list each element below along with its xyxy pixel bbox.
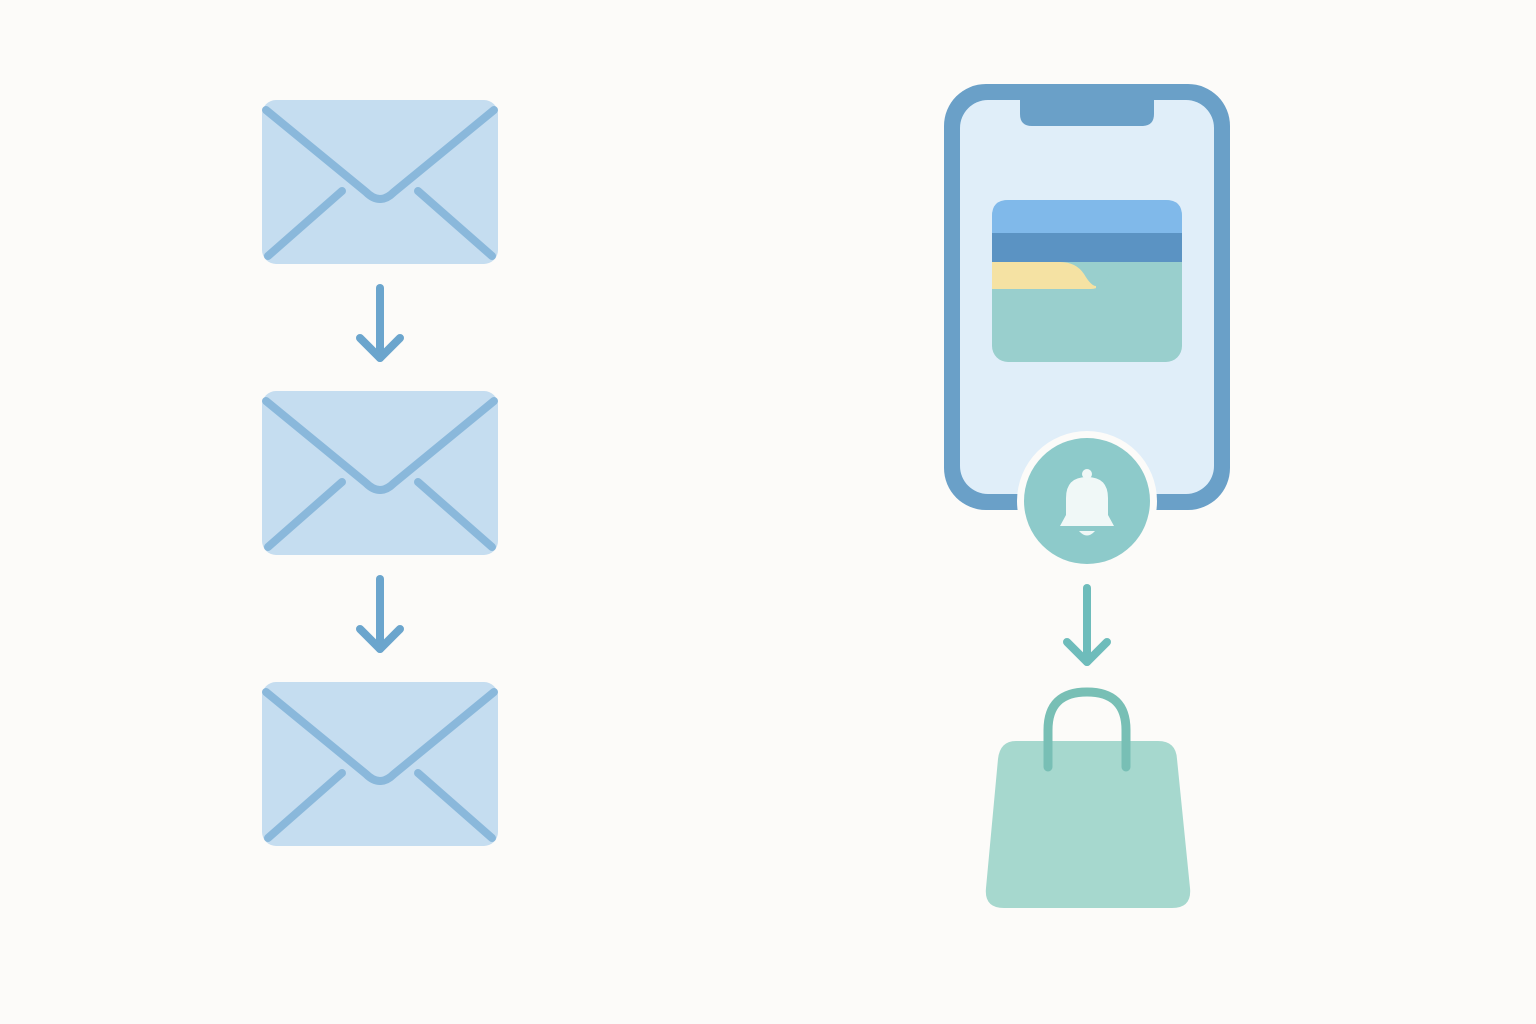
envelope-icon xyxy=(262,100,498,264)
mobile-wallet-flow xyxy=(944,84,1230,908)
bell-icon xyxy=(1017,431,1157,571)
shopping-bag-icon xyxy=(985,687,1191,908)
envelope-icon xyxy=(262,391,498,555)
arrow-down-icon xyxy=(1063,584,1111,666)
wallet-icon xyxy=(992,200,1182,362)
email-sequence xyxy=(262,100,498,846)
envelope-icon xyxy=(262,682,498,846)
arrow-down-icon xyxy=(356,575,404,653)
arrow-down-icon xyxy=(356,284,404,362)
